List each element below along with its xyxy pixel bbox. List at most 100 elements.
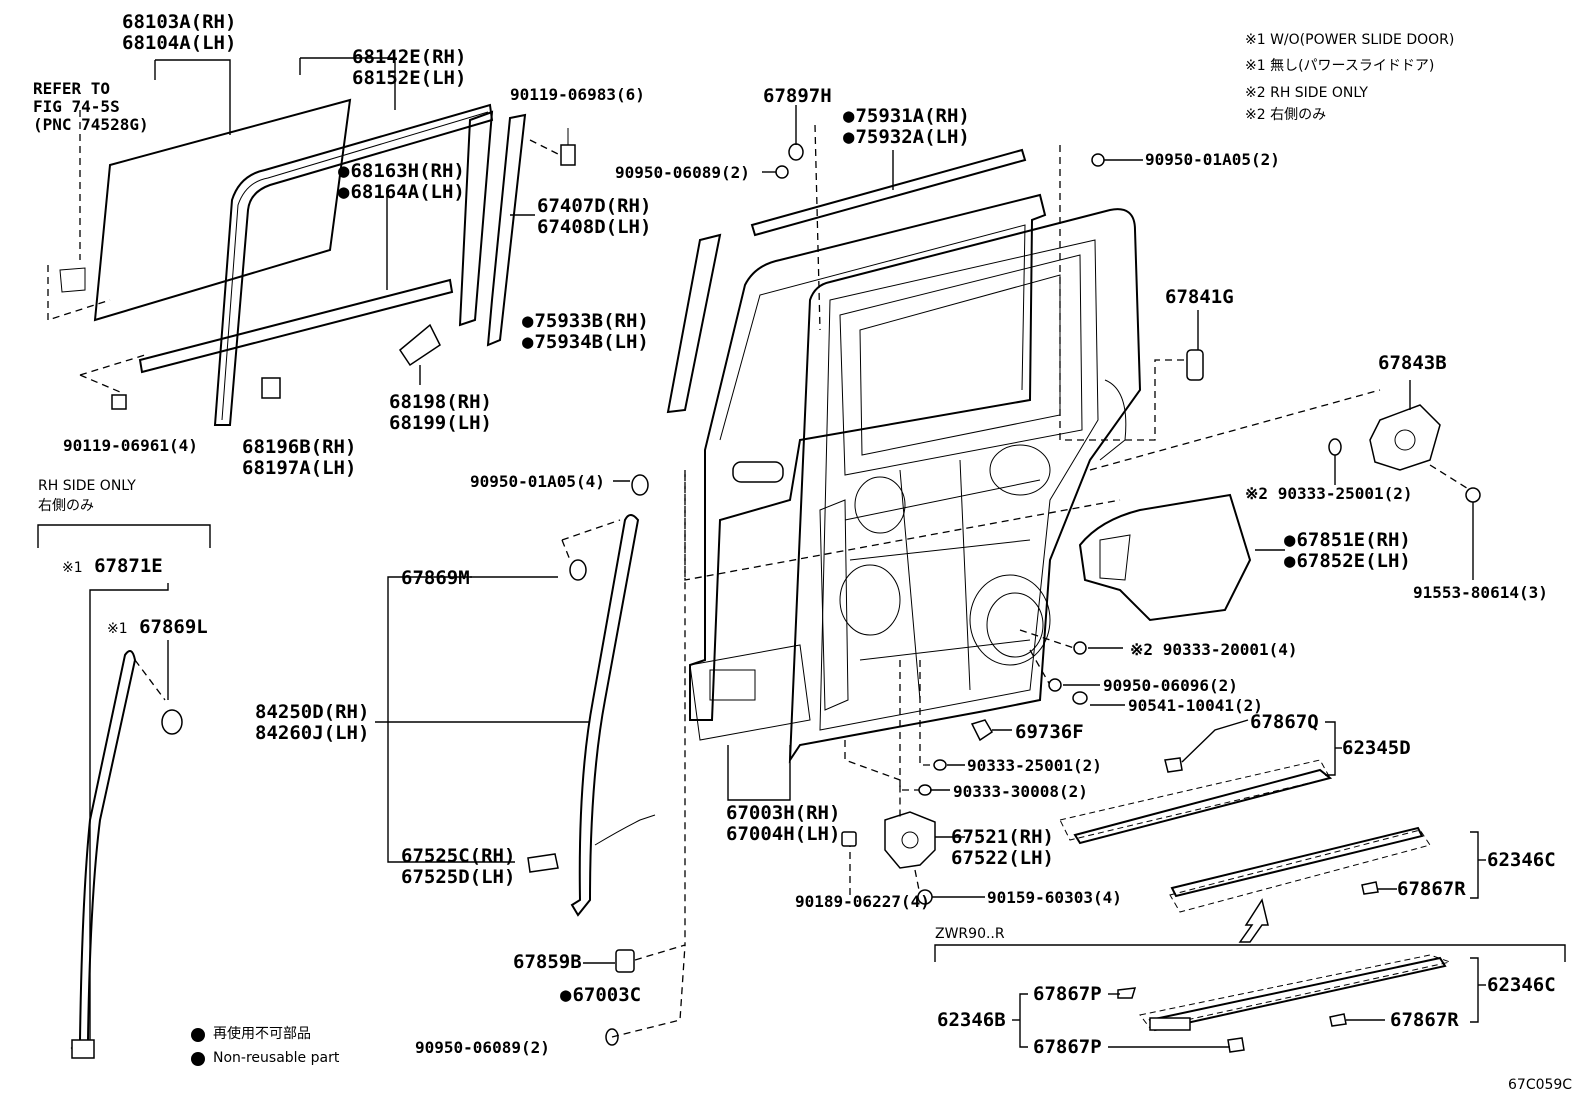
label-67407D: 67407D(RH) xyxy=(537,195,652,217)
label-67841G: 67841G xyxy=(1165,286,1234,308)
note-mark-2: ※2 xyxy=(1245,484,1269,503)
label-68103A: 68103A(RH) xyxy=(122,11,237,33)
label-67869L-text: 67869L xyxy=(139,616,208,638)
label-68197A: 68197A(LH) xyxy=(242,457,357,479)
label-67525C: 67525C(RH) xyxy=(401,845,516,867)
label-90950-01A05-top: 90950-01A05(2) xyxy=(1145,150,1280,169)
label-68198: 68198(RH) xyxy=(389,391,492,413)
label-91553-80614: 91553-80614(3) xyxy=(1413,583,1548,602)
label-75931A: 75931A(RH) xyxy=(843,106,969,126)
zwr-box xyxy=(934,944,1566,1053)
label-90950-06089-top: 90950-06089(2) xyxy=(615,163,750,182)
label-90333-20001-text: 90333-20001(4) xyxy=(1162,640,1298,659)
label-68104A: 68104A(LH) xyxy=(122,32,237,54)
label-90950-01A05-mid: 90950-01A05(4) xyxy=(470,472,605,491)
label-67408D: 67408D(LH) xyxy=(537,216,652,238)
note-2-jp: ※2 右側のみ xyxy=(1245,107,1327,123)
screw-top xyxy=(529,128,576,166)
label-90333-25001-right: ※2 90333-25001(2) xyxy=(1245,485,1413,503)
note-1-jp: ※1 無し(パワースライドドア) xyxy=(1245,58,1435,74)
label-75934B: 75934B(LH) xyxy=(522,332,648,352)
label-67867R-b: 67867R xyxy=(1390,1009,1459,1031)
label-90950-06096: 90950-06096(2) xyxy=(1103,676,1238,695)
pillar-garnish xyxy=(666,233,722,414)
leader-dashes-right xyxy=(684,124,1381,651)
legend-text-jp: 再使用不可部品 xyxy=(213,1026,311,1042)
label-67869M: 67869M xyxy=(401,567,470,589)
label-75932A: 75932A(LH) xyxy=(843,127,969,147)
grommet-mid xyxy=(613,474,649,496)
label-68199: 68199(LH) xyxy=(389,412,492,434)
weatherstrip-84250D xyxy=(527,470,686,1046)
figure-code: 67C059C xyxy=(1508,1077,1573,1093)
label-67867P-a: 67867P xyxy=(1033,983,1102,1005)
label-84260J: 84260J(LH) xyxy=(255,722,370,744)
door-panel xyxy=(689,193,1142,764)
legend-text-en: Non-reusable part xyxy=(213,1050,340,1066)
label-90159-60303: 90159-60303(4) xyxy=(987,888,1122,907)
label-90333-25001-right-text: 90333-25001(2) xyxy=(1277,484,1413,503)
label-68164A: 68164A(LH) xyxy=(338,182,464,202)
label-68163H: 68163H(RH) xyxy=(338,161,464,181)
note-1-en: ※1 W/O(POWER SLIDE DOOR) xyxy=(1245,32,1455,48)
label-62346C-a: 62346C xyxy=(1487,849,1556,871)
note-mark-2b: ※2 xyxy=(1130,640,1154,659)
label-67003H: 67003H(RH) xyxy=(726,802,841,824)
belt-weatherstrip xyxy=(79,278,454,393)
refer-line-3: (PNC 74528G) xyxy=(33,115,149,134)
label-67859B: 67859B xyxy=(513,951,582,973)
label-84250D: 84250D(RH) xyxy=(255,701,370,723)
rh-side-header-en: RH SIDE ONLY xyxy=(38,478,136,494)
rocker-moulding-upper xyxy=(1059,719,1342,845)
rh-side-header-jp: 右側のみ xyxy=(38,498,94,514)
label-62346B: 62346B xyxy=(937,1009,1006,1031)
run-channel xyxy=(213,57,494,426)
rocker-moulding-lower-a xyxy=(1169,826,1486,943)
label-90333-20001: ※2 90333-20001(4) xyxy=(1130,641,1298,659)
label-67851E: 67851E(RH) xyxy=(1284,530,1410,550)
refer-line-2: FIG 74-5S xyxy=(33,97,120,116)
label-67521: 67521(RH) xyxy=(951,826,1054,848)
label-67869L: ※1 67869L xyxy=(107,617,208,637)
bracket-67843B xyxy=(1328,380,1481,580)
refer-line-1: REFER TO xyxy=(33,79,111,98)
label-90333-25001-center: 90333-25001(2) xyxy=(967,756,1102,775)
label-68152E: 68152E(LH) xyxy=(352,67,467,89)
label-90119-06961: 90119-06961(4) xyxy=(63,436,198,455)
label-67867Q: 67867Q xyxy=(1250,711,1319,733)
legend-dot-1 xyxy=(191,1028,205,1042)
zwr-header: ZWR90..R xyxy=(935,926,1005,942)
label-67525D: 67525D(LH) xyxy=(401,866,516,888)
label-90950-06089-bottom: 90950-06089(2) xyxy=(415,1038,550,1057)
label-67867R-a: 67867R xyxy=(1397,878,1466,900)
note-2-en: ※2 RH SIDE ONLY xyxy=(1245,85,1368,101)
division-bar xyxy=(458,110,535,347)
label-67871E: ※1 67871E xyxy=(62,556,163,576)
leader-brackets-left xyxy=(375,576,615,964)
label-67852E: 67852E(LH) xyxy=(1284,551,1410,571)
lock-assembly xyxy=(841,740,985,905)
label-62345D: 62345D xyxy=(1342,737,1411,759)
legend-dot-2 xyxy=(191,1052,205,1066)
label-90119-06983: 90119-06983(6) xyxy=(510,85,645,104)
label-67867P-b: 67867P xyxy=(1033,1036,1102,1058)
top-moulding xyxy=(750,148,1027,237)
leader-dashes-center xyxy=(899,641,1125,796)
label-68196B: 68196B(RH) xyxy=(242,436,357,458)
label-67004H: 67004H(LH) xyxy=(726,823,841,845)
note-mark-1a: ※1 xyxy=(62,560,83,576)
label-67897H: 67897H xyxy=(763,85,832,107)
rh-side-box xyxy=(37,524,211,1059)
label-62346C-b: 62346C xyxy=(1487,974,1556,996)
label-68142E: 68142E(RH) xyxy=(352,46,467,68)
label-67871E-text: 67871E xyxy=(94,555,163,577)
service-hole-cover xyxy=(1078,493,1285,622)
door-glass xyxy=(47,59,352,322)
label-67003C: 67003C xyxy=(560,985,641,1005)
label-69736F: 69736F xyxy=(1015,721,1084,743)
leader-misc-top xyxy=(111,105,1143,410)
label-67843B: 67843B xyxy=(1378,352,1447,374)
bracket-67841G xyxy=(1186,310,1204,381)
